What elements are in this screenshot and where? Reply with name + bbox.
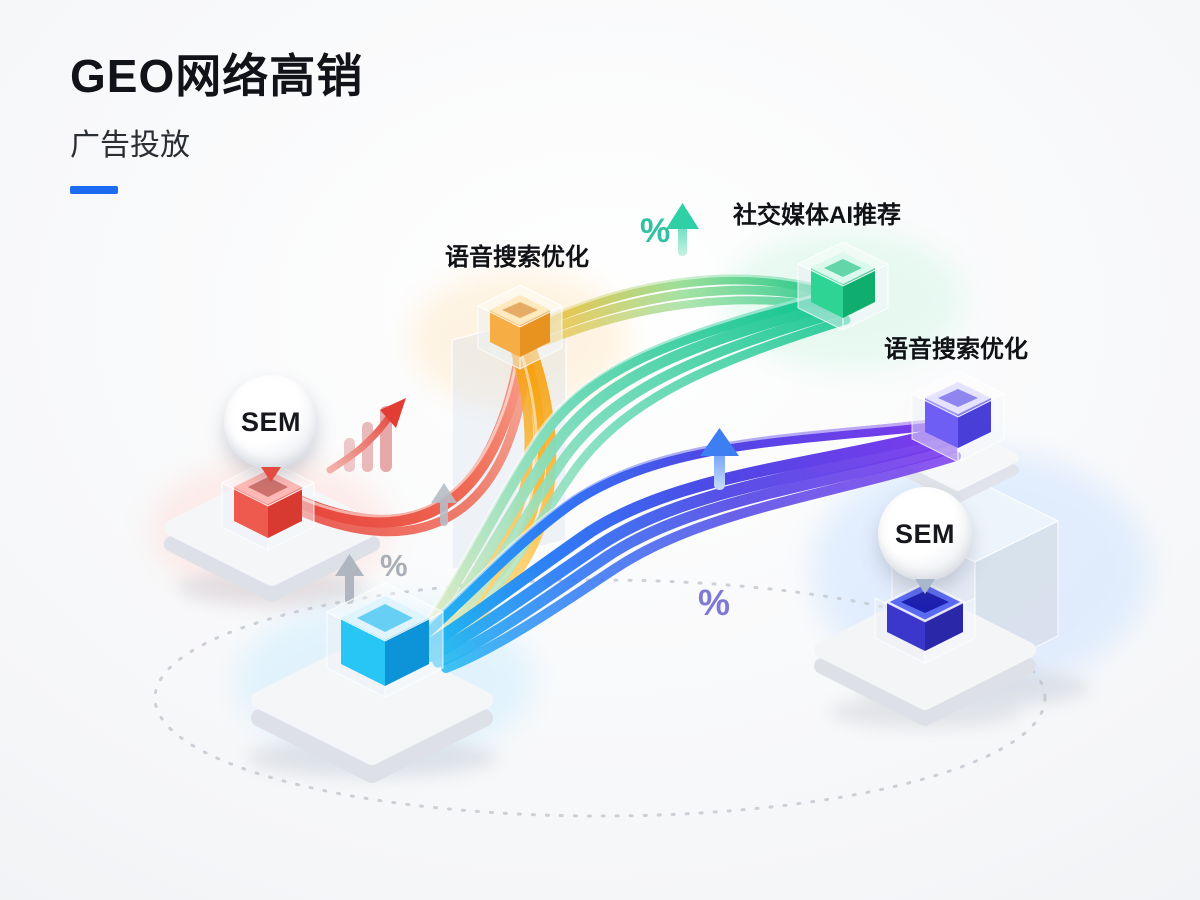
sem-balloon-right: SEM (878, 487, 972, 594)
up-arrow-gray-2 (431, 483, 457, 526)
node-cube-red (220, 459, 316, 551)
balloon-pointer-red (261, 467, 281, 482)
tube-bundle-red (289, 347, 533, 537)
percent-marker-gray: % (380, 548, 408, 583)
page-title: GEO网络高销 (70, 50, 364, 102)
node-cube-green (796, 241, 890, 331)
node-cube-orange (476, 284, 564, 370)
percent-marker-teal: % (640, 212, 671, 250)
up-arrow-gray-1 (335, 554, 364, 604)
node-cube-blue (874, 581, 976, 664)
page-subtitle: 广告投放 (70, 129, 190, 162)
node-cube-cyan (325, 582, 445, 698)
label-voice-search-right: 语音搜索优化 (884, 336, 1028, 363)
sem-balloon-left-label: SEM (240, 406, 301, 437)
sem-balloon-right-label: SEM (894, 518, 955, 549)
sem-balloon-left: SEM (224, 375, 318, 482)
platform-bottom (251, 635, 493, 783)
accent-bar (70, 186, 118, 194)
tube-bundle-blue (412, 418, 961, 673)
up-arrow-blue (700, 428, 739, 490)
balloon-pointer-blue (915, 579, 935, 594)
up-arrow-teal (666, 203, 699, 256)
header: GEO网络高销 广告投放 (70, 40, 363, 194)
label-social-media-ai: 社交媒体AI推荐 (733, 202, 901, 229)
label-voice-search-left: 语音搜索优化 (445, 244, 589, 271)
percent-marker-purple: % (698, 582, 731, 623)
tube-bundle-green (414, 290, 851, 661)
node-cube-purple (910, 370, 1006, 463)
platform-right-lower (814, 590, 1036, 726)
growth-arrow-red (326, 398, 406, 474)
